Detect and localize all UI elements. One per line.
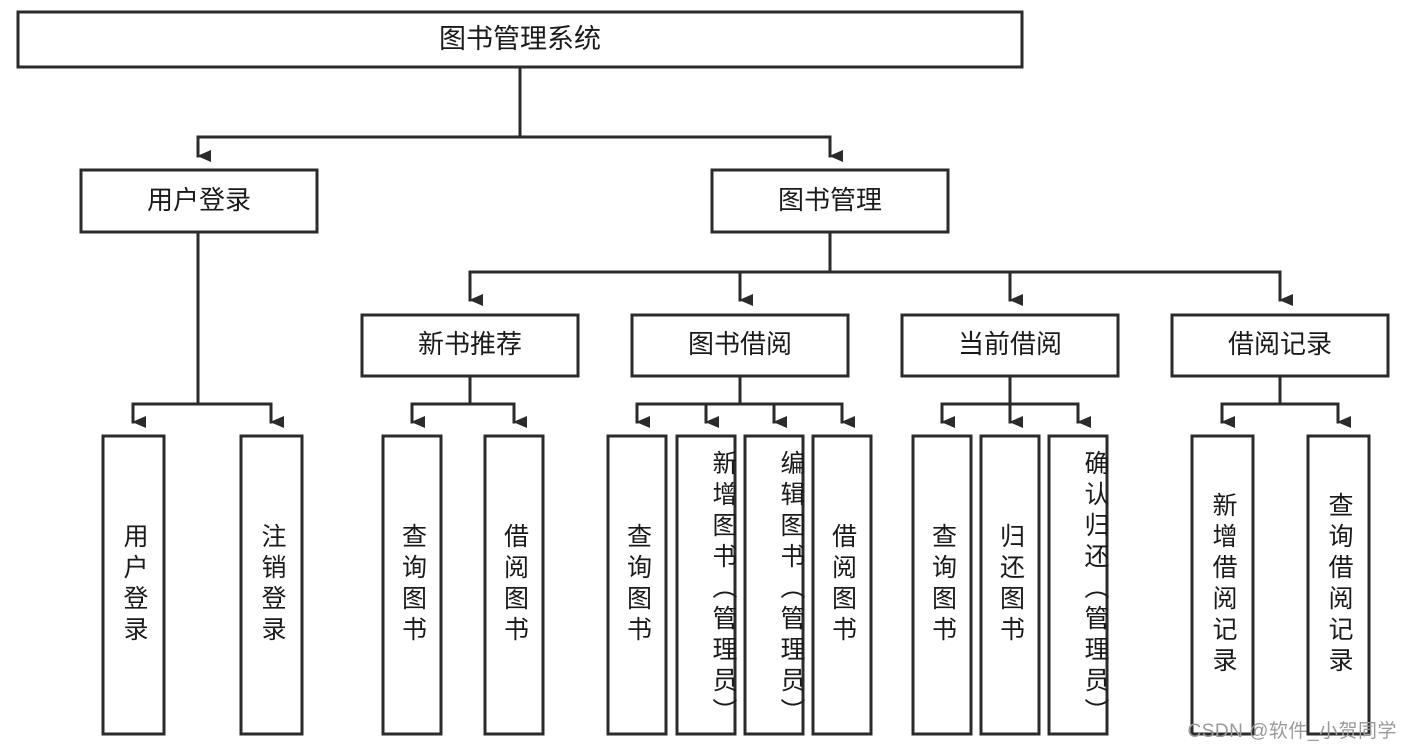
node-book-borrow-label: 图书借阅 bbox=[688, 329, 792, 359]
leaf-new-book-0-box bbox=[381, 434, 443, 736]
leaf-user-login-0-box bbox=[101, 434, 166, 736]
leaf-user-login-1[interactable] bbox=[239, 434, 304, 736]
node-user-login-label: 用户登录 bbox=[147, 185, 251, 215]
leaf-current-borrow-2-box bbox=[1047, 434, 1109, 736]
node-root-box bbox=[16, 10, 1024, 69]
node-new-book-recommend-label: 新书推荐 bbox=[418, 329, 522, 359]
connectors-current-borrow-to-leaves bbox=[940, 374, 1091, 428]
leaf-current-borrow-1[interactable] bbox=[979, 434, 1041, 736]
leaf-current-borrow-0[interactable] bbox=[911, 434, 973, 736]
node-book-borrow-box bbox=[630, 313, 850, 378]
connectors-book-management-to-level3 bbox=[468, 230, 1293, 306]
node-user-login[interactable]: 用户登录 bbox=[79, 168, 319, 234]
leaf-current-borrow-2[interactable] bbox=[1047, 434, 1109, 736]
leaf-user-login-0[interactable] bbox=[101, 434, 166, 736]
leaf-current-borrow-1-box bbox=[979, 434, 1041, 736]
leaf-borrow-record-1-box bbox=[1306, 434, 1371, 736]
leaf-book-borrow-0[interactable] bbox=[606, 434, 668, 736]
leaf-borrow-record-0-box bbox=[1190, 434, 1255, 736]
connectors-new-book-to-leaves bbox=[410, 374, 527, 428]
leaf-book-borrow-1-box bbox=[675, 434, 737, 736]
node-book-management-box bbox=[710, 168, 950, 234]
node-new-book-recommend[interactable]: 新书推荐 bbox=[360, 313, 580, 378]
leaf-new-book-1-box bbox=[483, 434, 545, 736]
node-root-label: 图书管理系统 bbox=[439, 24, 601, 54]
leaf-user-login-1-box bbox=[239, 434, 304, 736]
node-current-borrow-label: 当前借阅 bbox=[958, 329, 1062, 359]
node-current-borrow[interactable]: 当前借阅 bbox=[900, 313, 1120, 378]
node-book-management-label: 图书管理 bbox=[778, 185, 882, 215]
node-root[interactable]: 图书管理系统 bbox=[16, 10, 1024, 69]
node-borrow-record-label: 借阅记录 bbox=[1228, 329, 1332, 359]
leaf-new-book-0[interactable] bbox=[381, 434, 443, 736]
leaf-book-borrow-2[interactable] bbox=[743, 434, 805, 736]
connectors-root-to-level2 bbox=[196, 65, 843, 162]
leaf-borrow-record-0[interactable] bbox=[1190, 434, 1255, 736]
leaf-book-borrow-2-box bbox=[743, 434, 805, 736]
leaf-new-book-1[interactable] bbox=[483, 434, 545, 736]
node-user-login-box bbox=[79, 168, 319, 234]
node-borrow-record[interactable]: 借阅记录 bbox=[1170, 313, 1390, 378]
node-book-management[interactable]: 图书管理 bbox=[710, 168, 950, 234]
node-current-borrow-box bbox=[900, 313, 1120, 378]
node-new-book-recommend-box bbox=[360, 313, 580, 378]
leaf-current-borrow-0-box bbox=[911, 434, 973, 736]
leaf-book-borrow-0-box bbox=[606, 434, 668, 736]
leaf-book-borrow-3-box bbox=[811, 434, 873, 736]
leaf-book-borrow-1[interactable] bbox=[675, 434, 737, 736]
connectors-borrow-record-to-leaves bbox=[1220, 374, 1351, 428]
node-borrow-record-box bbox=[1170, 313, 1390, 378]
leaf-borrow-record-1[interactable] bbox=[1306, 434, 1371, 736]
leaf-book-borrow-3[interactable] bbox=[811, 434, 873, 736]
node-book-borrow[interactable]: 图书借阅 bbox=[630, 313, 850, 378]
connectors-user-login-to-leaves bbox=[131, 230, 284, 428]
connectors-book-borrow-to-leaves bbox=[635, 374, 855, 428]
